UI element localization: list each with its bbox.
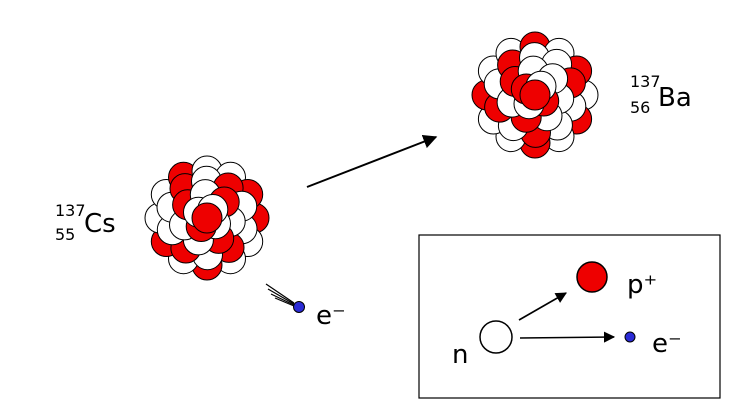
legend-neutron bbox=[479, 320, 513, 354]
legend-frame bbox=[418, 234, 721, 399]
emitted-electron-label: e⁻ bbox=[316, 301, 346, 331]
barium-mass-number: 137 bbox=[630, 72, 661, 91]
barium-label: 137 56 Ba bbox=[630, 72, 692, 117]
proton-sphere bbox=[519, 79, 551, 111]
legend-electron-label: e⁻ bbox=[652, 329, 682, 359]
legend-box: n p⁺ e⁻ bbox=[418, 234, 721, 399]
cesium-atomic-number: 55 bbox=[55, 225, 75, 244]
barium-atomic-number: 56 bbox=[630, 98, 650, 117]
proton-sphere bbox=[191, 202, 223, 234]
barium-symbol: Ba bbox=[658, 83, 692, 113]
cesium-mass-number: 137 bbox=[55, 201, 86, 220]
legend-proton-label: p⁺ bbox=[627, 270, 657, 300]
decay-arrow bbox=[306, 135, 438, 188]
cesium-label: 137 55 Cs bbox=[55, 201, 116, 244]
emitted-electron-dot bbox=[293, 301, 305, 313]
legend-neutron-label: n bbox=[452, 340, 468, 370]
legend-electron-arrow bbox=[519, 331, 616, 343]
legend-electron bbox=[624, 331, 636, 343]
cesium-137-nucleus bbox=[144, 155, 270, 281]
motion-lines bbox=[265, 283, 295, 307]
emitted-electron: e⁻ bbox=[265, 283, 346, 331]
barium-137-nucleus bbox=[471, 31, 599, 159]
cesium-symbol: Cs bbox=[84, 209, 116, 239]
legend-proton-arrow bbox=[518, 292, 567, 321]
legend-proton bbox=[576, 261, 608, 293]
